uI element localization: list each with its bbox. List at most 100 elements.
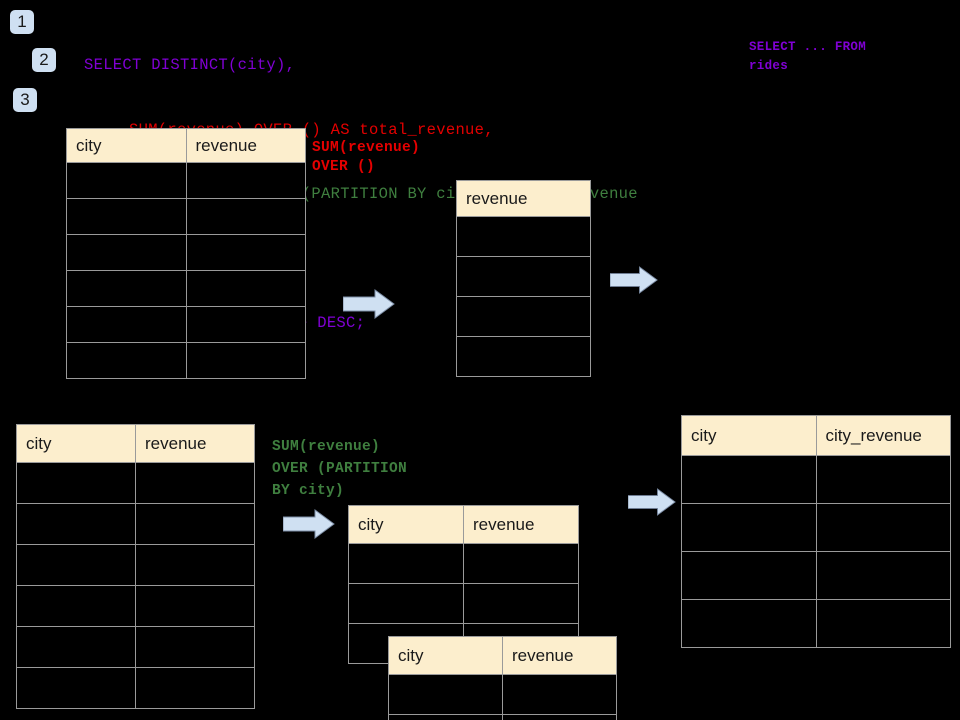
table-row — [388, 714, 617, 720]
table-cell — [681, 599, 817, 648]
table-header-row: revenue — [456, 180, 591, 217]
annotation-over-empty: SUM(revenue) OVER () — [312, 140, 421, 175]
column-header-revenue: revenue — [463, 505, 579, 544]
column-header-city: city — [388, 636, 503, 675]
table-cell — [502, 714, 617, 720]
table-row — [66, 234, 306, 271]
annotation-select-from-rides: SELECT ... FROM rides — [749, 40, 867, 73]
table-cell — [348, 543, 464, 584]
table-cell — [16, 667, 136, 709]
table-row — [456, 216, 591, 257]
flow-arrow-total-to-result — [610, 266, 658, 294]
table-cell — [16, 544, 136, 586]
table-row — [66, 270, 306, 307]
table-cell — [185, 162, 306, 199]
table-cell — [66, 270, 187, 307]
table-cell — [16, 626, 136, 668]
column-header-city: city — [66, 128, 187, 163]
sql-line-1: SELECT DISTINCT(city), — [84, 56, 296, 74]
table-cell — [185, 234, 306, 271]
table-row — [456, 296, 591, 337]
table-cell — [456, 216, 591, 257]
table-row — [66, 198, 306, 235]
table-row — [681, 503, 951, 552]
table-row — [681, 455, 951, 504]
table-cell — [66, 162, 187, 199]
step-badge-3: 3 — [13, 88, 37, 112]
step-badge-2: 2 — [32, 48, 56, 72]
table-row — [16, 503, 255, 545]
table-cell — [681, 455, 817, 504]
table-cell — [456, 296, 591, 337]
table-cell — [16, 585, 136, 627]
table-cell — [135, 462, 255, 504]
table-row — [348, 583, 579, 624]
table-cell — [456, 336, 591, 377]
table-cell — [66, 306, 187, 343]
annotation-partition-by-city: SUM(revenue) OVER (PARTITION BY city) — [272, 439, 408, 499]
table-cell — [388, 714, 503, 720]
table-cell — [135, 626, 255, 668]
table-cell — [681, 503, 817, 552]
table-row — [388, 674, 617, 715]
table-cell — [185, 342, 306, 379]
table-row — [66, 162, 306, 199]
flow-arrow-partition-to-result — [628, 488, 676, 516]
table-row — [16, 462, 255, 504]
column-header-city: city — [348, 505, 464, 544]
table-row — [681, 599, 951, 648]
column-header-city: city — [681, 415, 817, 456]
table-cell — [16, 503, 136, 545]
table-cell — [815, 599, 951, 648]
table-row — [16, 667, 255, 709]
total-revenue-table: revenue — [456, 180, 591, 377]
table-cell — [348, 583, 464, 624]
table-row — [456, 336, 591, 377]
table-row — [66, 306, 306, 343]
table-row — [681, 551, 951, 600]
table-cell — [135, 585, 255, 627]
table-row — [66, 342, 306, 379]
column-header-city_revenue: city_revenue — [815, 415, 951, 456]
table-cell — [66, 342, 187, 379]
table-row — [16, 585, 255, 627]
flow-arrow-source-to-partition — [283, 509, 335, 539]
table-cell — [185, 306, 306, 343]
table-cell — [502, 674, 617, 715]
column-header-revenue: revenue — [502, 636, 617, 675]
table-cell — [815, 503, 951, 552]
table-cell — [815, 455, 951, 504]
table-cell — [66, 234, 187, 271]
column-header-revenue: revenue — [185, 128, 306, 163]
column-header-revenue: revenue — [456, 180, 591, 217]
table-cell — [681, 551, 817, 600]
table-row — [456, 256, 591, 297]
flow-arrow-source-to-total — [343, 289, 395, 319]
table-cell — [815, 551, 951, 600]
table-cell — [135, 544, 255, 586]
table-cell — [185, 198, 306, 235]
column-header-city: city — [16, 424, 136, 463]
table-cell — [463, 583, 579, 624]
table-cell — [388, 674, 503, 715]
table-cell — [185, 270, 306, 307]
table-cell — [135, 667, 255, 709]
table-cell — [463, 543, 579, 584]
column-header-revenue: revenue — [135, 424, 255, 463]
table-cell — [16, 462, 136, 504]
step-badge-1: 1 — [10, 10, 34, 34]
table-row — [16, 626, 255, 668]
table-cell — [135, 503, 255, 545]
table-cell — [66, 198, 187, 235]
table-row — [16, 544, 255, 586]
